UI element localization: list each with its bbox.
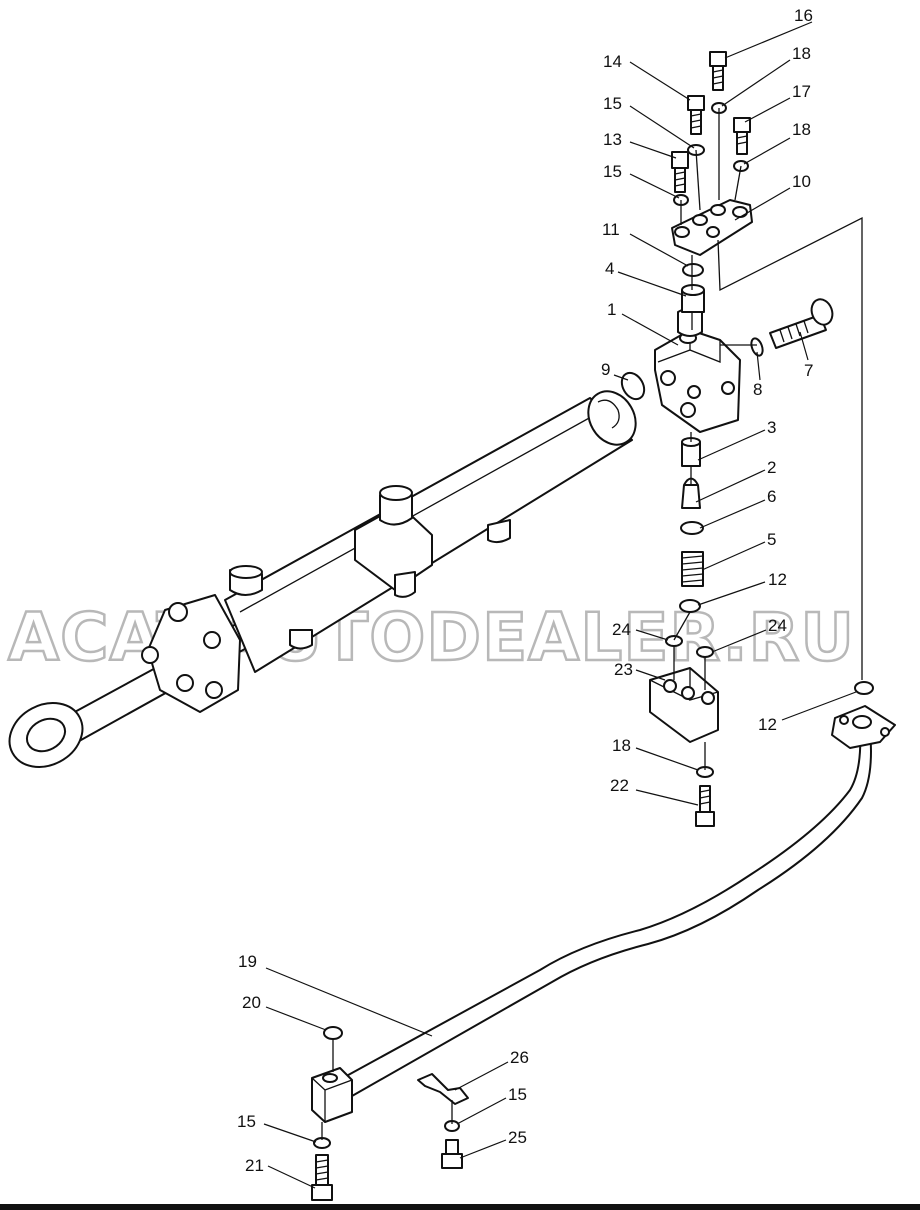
seat-6 [680,521,704,535]
leader-lines [263,21,857,1189]
callout-label: 26 [510,1048,529,1067]
callout-label: 8 [753,380,762,399]
callout-label: 21 [245,1156,264,1175]
callout-label: 11 [602,220,620,239]
centre-lines [321,108,863,1140]
callout-label: 7 [804,361,813,380]
callout-label: 12 [768,570,787,589]
hydraulic-cylinder [8,390,637,768]
callout-label: 19 [238,952,257,971]
callout-label: 2 [767,458,776,477]
callout-label: 25 [508,1128,527,1147]
callout-label: 6 [767,487,776,506]
callout-label: 24 [768,616,787,635]
callout-label: 13 [603,130,622,149]
bolt-7 [750,298,834,357]
callout-label: 15 [508,1085,527,1104]
callout-label: 10 [792,172,811,191]
callout-label: 20 [242,993,261,1012]
callout-label: 14 [603,52,622,71]
lock-washer-8 [750,337,764,357]
o-ring-12b [854,681,874,695]
callout-label: 17 [792,82,811,101]
o-ring-20 [323,1026,343,1040]
callout-label: 15 [603,94,622,113]
plunger-3 [681,437,701,467]
callout-label: 3 [767,418,776,437]
bolt-21 [311,1154,333,1201]
callout-label: 16 [794,6,813,25]
callout-label: 23 [614,660,633,679]
callout-label: 15 [603,162,622,181]
callout-labels: 16 18 14 17 15 18 13 15 10 11 4 1 7 8 9 … [237,6,813,1175]
bolt-16 [709,51,727,91]
o-ring-24b [696,646,714,658]
callout-label: 15 [237,1112,256,1131]
spring-5 [681,551,704,587]
o-ring-12a [679,599,701,613]
sleeve-4 [681,284,705,313]
callout-label: 24 [612,620,631,639]
bolt-14 [687,95,705,135]
callout-label: 18 [612,736,631,755]
callout-label: 22 [610,776,629,795]
callout-label: 12 [758,715,777,734]
bolt-13 [671,151,689,193]
callout-label: 9 [601,360,610,379]
adapter-block [649,667,719,743]
callout-label: 18 [792,44,811,63]
callout-label: 4 [605,259,614,278]
callout-label: 18 [792,120,811,139]
callout-label: 1 [607,300,616,319]
bolt-25 [441,1139,463,1169]
o-ring-11 [682,263,704,277]
hydraulic-tube [311,705,896,1123]
o-ring-24a [665,635,683,647]
watermark: ACAT.AUTODEALER.RU [8,599,855,676]
frame-bottom [0,1204,920,1210]
callout-label: 5 [767,530,776,549]
valve-block [654,307,741,433]
bolt-17 [733,117,751,155]
bolt-22 [695,785,715,827]
cover-plate [671,199,753,256]
clamp-26 [417,1073,469,1105]
